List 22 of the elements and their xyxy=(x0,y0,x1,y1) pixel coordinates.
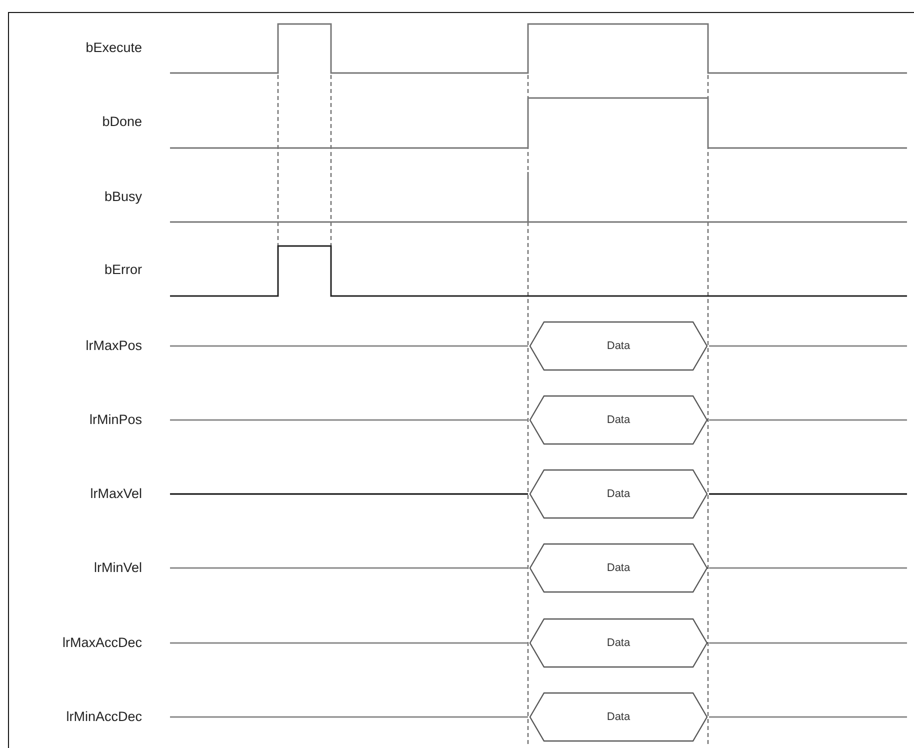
signal-name: lrMaxAccDec xyxy=(62,634,142,652)
data-label: Data xyxy=(606,562,630,574)
data-label: Data xyxy=(606,414,630,426)
data-hexagon xyxy=(529,692,708,742)
data-hexagon xyxy=(529,618,708,668)
data-hexagon xyxy=(529,395,708,445)
data-label: Data xyxy=(606,488,630,500)
signal-name: lrMinAccDec xyxy=(66,708,142,726)
signal-name: bDone xyxy=(102,114,142,130)
data-label: Data xyxy=(606,340,630,352)
data-label: Data xyxy=(606,637,630,649)
signal-name: bExecute xyxy=(86,40,142,56)
data-hexagon xyxy=(529,321,708,371)
signal-name: lrMinVel xyxy=(94,560,142,576)
signal-name: lrMaxVel xyxy=(90,486,142,502)
signal-name: bError xyxy=(104,262,142,278)
data-hexagon xyxy=(529,543,708,593)
data-label: Data xyxy=(606,711,630,723)
signal-name: lrMaxPos xyxy=(86,338,142,354)
data-hexagon xyxy=(529,469,708,519)
signal-name: bBusy xyxy=(104,188,142,206)
signal-name: lrMinPos xyxy=(89,412,142,428)
